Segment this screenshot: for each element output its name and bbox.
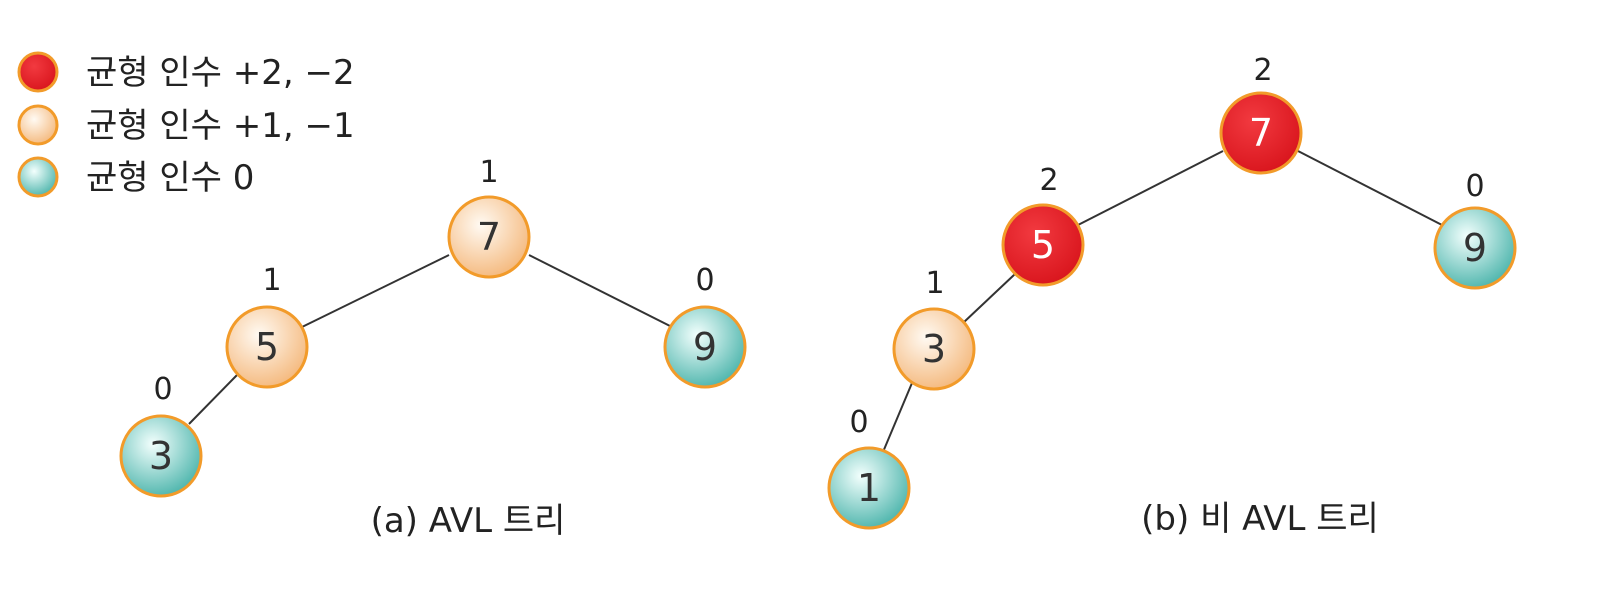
- edge-b7-b9: [1297, 150, 1443, 226]
- node-value: 9: [1463, 226, 1487, 270]
- node-circle: [663, 305, 747, 389]
- balance-factor: 0: [849, 405, 868, 440]
- node-circle: [225, 305, 309, 389]
- balance-factor: 0: [1465, 169, 1484, 204]
- tree-node: 9 0: [1433, 169, 1517, 290]
- balance-factor: 0: [153, 372, 172, 407]
- edge-b5-b3: [962, 273, 1016, 324]
- node-circle: [1001, 203, 1085, 287]
- tree-node: 1 0: [827, 405, 911, 530]
- legend-item-red: 균형 인수 +2, −2: [17, 51, 355, 93]
- tree-node: 5 2: [1001, 163, 1085, 287]
- tree-b: 7 2 5 2 9 0 3 1 1 0 (b: [827, 53, 1517, 539]
- legend-item-orange: 균형 인수 +1, −1: [17, 104, 355, 146]
- caption-b: (b) 비 AVL 트리: [1141, 499, 1379, 539]
- balance-factor: 1: [479, 155, 498, 190]
- balance-factor: 2: [1039, 163, 1058, 198]
- legend-label: 균형 인수 +1, −1: [86, 106, 355, 146]
- tree-node: 7 1: [447, 155, 531, 279]
- edge-b7-b5: [1077, 150, 1224, 226]
- node-value: 5: [255, 325, 279, 369]
- legend-label: 균형 인수 +2, −2: [86, 53, 355, 93]
- node-value: 3: [922, 327, 946, 371]
- tree-node: 3 1: [892, 266, 976, 391]
- legend-swatch-red: [17, 51, 59, 93]
- tree-node: 3 0: [119, 372, 203, 498]
- node-value: 1: [857, 466, 881, 510]
- tree-a: 7 1 5 1 9 0 3 0 (a) AVL 트리: [119, 155, 747, 541]
- balance-factor: 2: [1253, 53, 1272, 88]
- edge-a7-a5: [301, 254, 450, 328]
- legend-swatch-orange: [17, 104, 59, 146]
- tree-node: 9 0: [663, 263, 747, 389]
- node-circle: [892, 307, 976, 391]
- node-value: 9: [693, 325, 717, 369]
- node-value: 3: [149, 434, 173, 478]
- node-value: 7: [477, 215, 501, 259]
- legend-label: 균형 인수 0: [86, 158, 254, 198]
- balance-factor: 0: [695, 263, 714, 298]
- legend: 균형 인수 +2, −2 균형 인수 +1, −1 균형 인수 0: [17, 51, 355, 198]
- legend-swatch-teal: [17, 156, 59, 198]
- node-circle: [1433, 206, 1517, 290]
- node-value: 5: [1031, 223, 1055, 267]
- balance-factor: 1: [925, 266, 944, 301]
- edge-a5-a3: [188, 374, 238, 425]
- node-value: 7: [1249, 111, 1273, 155]
- edge-b3-b1: [882, 382, 913, 453]
- node-circle: [119, 414, 203, 498]
- node-circle: [1219, 91, 1303, 175]
- balance-factor: 1: [262, 263, 281, 298]
- tree-node: 7 2: [1219, 53, 1303, 175]
- tree-node: 5 1: [225, 263, 309, 389]
- caption-a: (a) AVL 트리: [371, 501, 566, 541]
- node-circle: [447, 195, 531, 279]
- legend-item-teal: 균형 인수 0: [17, 156, 254, 198]
- edge-a7-a9: [528, 254, 673, 328]
- node-circle: [827, 446, 911, 530]
